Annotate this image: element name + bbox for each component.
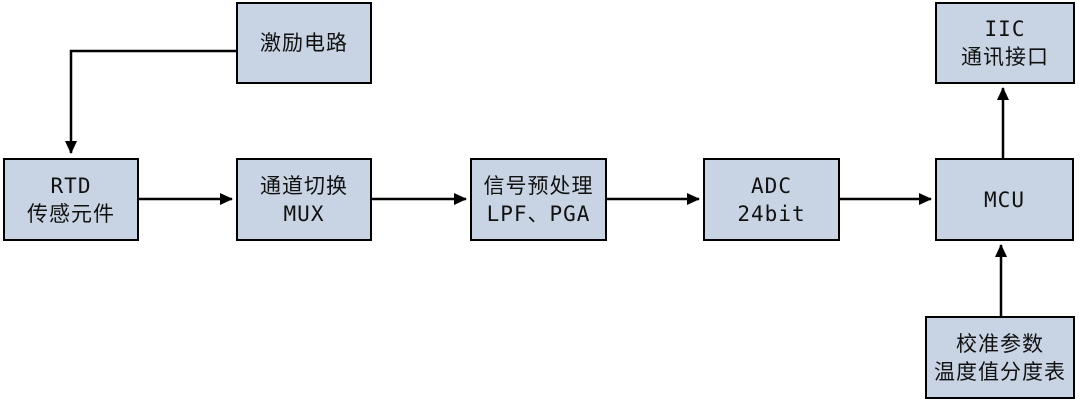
node-label-line: 通讯接口: [961, 45, 1049, 69]
node-label-line: LPF、PGA: [486, 201, 591, 226]
node-iic-interface: IIC 通讯接口: [935, 2, 1075, 84]
node-label-line: 传感元件: [27, 201, 115, 226]
node-calibration-table: 校准参数 温度值分度表: [925, 316, 1075, 399]
node-label-line: 校准参数: [956, 331, 1044, 356]
node-rtd-sensor: RTD 传感元件: [3, 158, 139, 241]
node-label-line: 激励电路: [260, 31, 348, 55]
node-label-line: 温度值分度表: [934, 359, 1066, 384]
node-label-line: 通道切换: [260, 173, 348, 198]
node-label-line: IIC: [984, 17, 1026, 41]
node-channel-mux: 通道切换 MUX: [236, 158, 372, 241]
node-label-line: ADC: [751, 173, 792, 198]
arrow-excitation-to-rtd: [65, 49, 236, 154]
node-mcu: MCU: [935, 158, 1074, 241]
node-excitation-circuit: 激励电路: [236, 2, 372, 84]
node-label-line: MUX: [283, 201, 325, 226]
node-signal-preprocessing: 信号预处理 LPF、PGA: [470, 158, 607, 241]
node-adc-24bit: ADC 24bit: [703, 158, 840, 241]
node-label-line: 信号预处理: [483, 173, 594, 198]
node-label-line: MCU: [984, 187, 1025, 212]
node-label-line: RTD: [50, 173, 92, 198]
node-label-line: 24bit: [737, 201, 806, 226]
